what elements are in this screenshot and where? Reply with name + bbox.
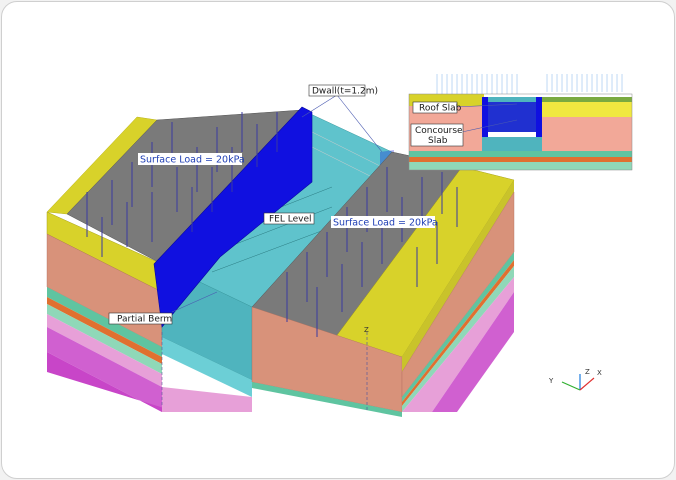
surface-load-left-callout: Surface Load = 20kPa [138, 153, 245, 166]
triad-y-label: Y [548, 377, 554, 385]
left-soil-block [46, 109, 303, 412]
dwall-callout: Dwall(t=1.2m) [301, 84, 383, 153]
diaphragm-wall [153, 106, 313, 328]
partial-berm-callout: Partial Berm [108, 291, 218, 325]
base-layer [162, 387, 252, 412]
surface-load-arrows-right [286, 167, 458, 337]
axis-triad[interactable]: Y Z X [548, 368, 602, 391]
partial-berm-label: Partial Berm [117, 315, 172, 325]
roof-slab-label: Roof Slab [419, 104, 462, 114]
concourse-slab-label-line2: Slab [428, 136, 448, 146]
fel-level-label: FEL Level [269, 215, 312, 225]
section-inset: Roof Slab Concourse Slab [408, 74, 633, 171]
concourse-slab-label-line1: Concourse [415, 126, 463, 136]
triad-z-label: Z [585, 368, 590, 376]
surface-load-right-label: Surface Load = 20kPa [333, 218, 438, 229]
surface-load-right-callout: Surface Load = 20kPa [331, 216, 438, 229]
surface-load-left-label: Surface Load = 20kPa [140, 155, 245, 166]
right-soil-block [251, 151, 515, 417]
model-z-axis-label: Z [364, 326, 369, 334]
dwall-label: Dwall(t=1.2m) [312, 87, 378, 97]
triad-x-label: X [597, 369, 602, 377]
fel-level-callout: FEL Level [263, 212, 315, 225]
